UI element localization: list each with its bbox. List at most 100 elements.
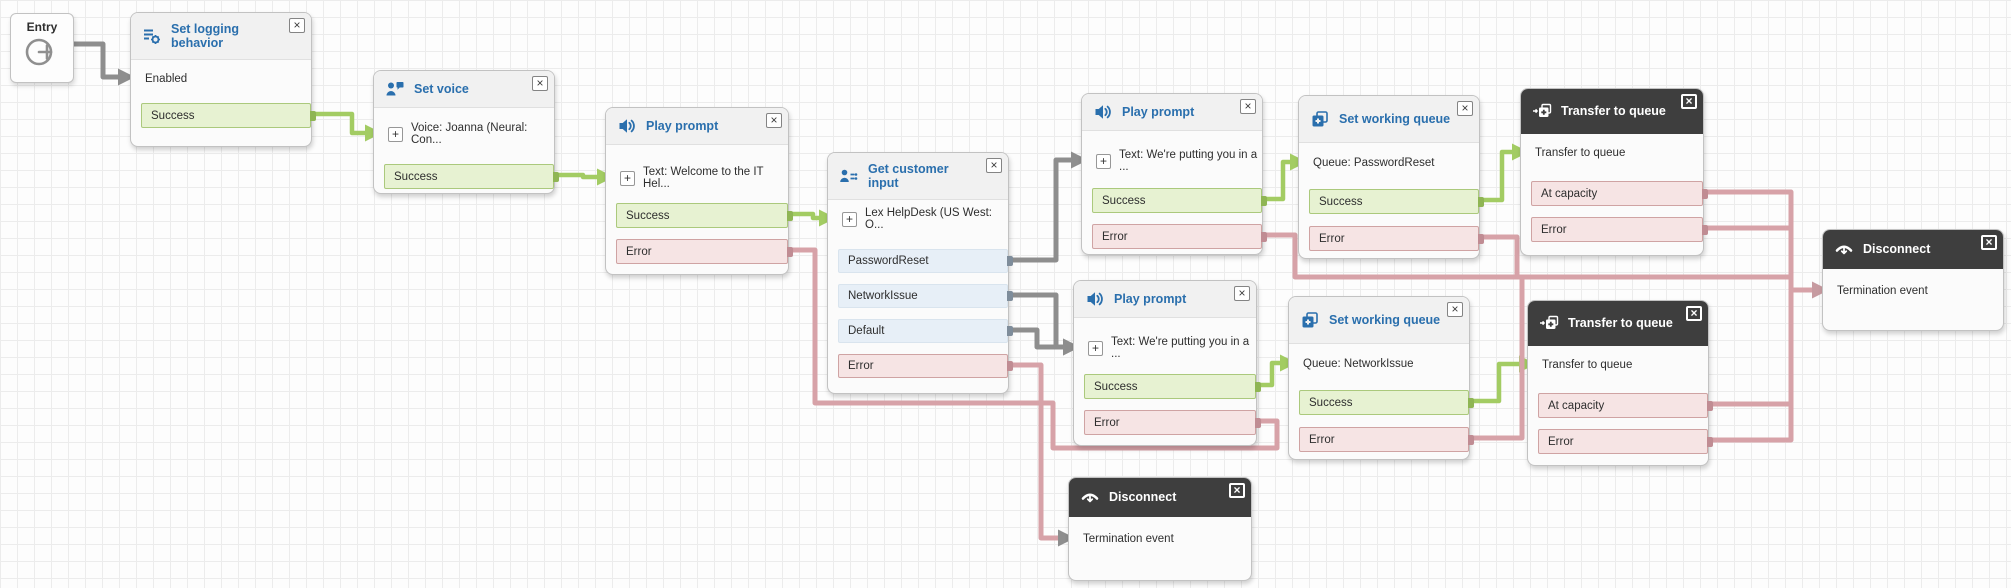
close-icon[interactable]: × <box>766 113 782 128</box>
branch-row-error[interactable]: Error <box>1538 429 1713 454</box>
close-icon[interactable]: × <box>1981 235 1997 250</box>
branch-row-success[interactable]: Success <box>1084 374 1261 399</box>
row-label: NetworkIssue <box>848 290 918 302</box>
node-title: Play prompt <box>1114 291 1187 306</box>
info-row[interactable]: +Lex HelpDesk (US West: O... <box>838 206 1008 232</box>
branch-row-success[interactable]: Success <box>616 203 793 228</box>
node-play-prompt-3[interactable]: Play prompt × +Text: We're putting you in … <box>1073 280 1261 446</box>
connector-queue2-success-to-transfer2[interactable] <box>1469 361 1526 404</box>
branch-row-success[interactable]: Success <box>1309 189 1484 214</box>
branch-row-error[interactable]: Error <box>838 354 1013 378</box>
connector-stub[interactable] <box>1007 361 1013 371</box>
connector-transfer1-atcapacity-merge[interactable] <box>1703 189 1794 291</box>
connector-queue1-success-to-transfer1[interactable] <box>1479 149 1519 203</box>
connector-stub[interactable] <box>1007 326 1013 336</box>
close-icon[interactable]: × <box>532 76 548 91</box>
node-set-voice[interactable]: Set voice×+Voice: Joanna (Neural: Con...… <box>373 70 559 194</box>
branch-row-default[interactable]: Default <box>838 319 1013 343</box>
info-row[interactable]: +Voice: Joanna (Neural: Con... <box>384 121 554 147</box>
connector-passwordreset-to-play-prompt-2[interactable] <box>1008 157 1078 263</box>
connector-entry-to-set-logging[interactable] <box>49 41 125 80</box>
close-icon[interactable]: × <box>289 18 305 33</box>
branch-row-error[interactable]: Error <box>1092 224 1267 249</box>
connector-stub[interactable] <box>787 246 793 257</box>
info-row[interactable]: +Text: Welcome to the IT Hel... <box>616 165 788 191</box>
node-get-customer-input[interactable]: Get customer input×+Lex HelpDesk (US Wes… <box>827 152 1013 394</box>
branch-row-passwordreset[interactable]: PasswordReset <box>838 249 1013 273</box>
branch-row-networkissue[interactable]: NetworkIssue <box>838 284 1013 308</box>
connector-stub[interactable] <box>1478 233 1484 244</box>
connector-stub[interactable] <box>1702 224 1708 235</box>
branch-row-error[interactable]: Error <box>616 239 793 264</box>
info-row[interactable]: +Text: We're putting you in a ... <box>1084 335 1256 361</box>
branch-row-success[interactable]: Success <box>384 164 559 189</box>
node-play-prompt-1[interactable]: Play prompt×+Text: Welcome to the IT Hel… <box>605 107 793 275</box>
connector-queue2-error-merge[interactable] <box>1469 274 1525 441</box>
connector-stub[interactable] <box>787 210 793 221</box>
entry-node[interactable]: Entry <box>10 13 74 83</box>
connector-stub[interactable] <box>1707 400 1713 411</box>
connector-transfer2-atcapacity-merge[interactable] <box>1708 289 1794 407</box>
node-disconnect-bottom[interactable]: Disconnect×Termination event <box>1068 477 1252 581</box>
expand-plus-icon[interactable]: + <box>620 170 635 186</box>
branch-row-success[interactable]: Success <box>1092 188 1267 213</box>
connector-stub[interactable] <box>1255 417 1261 428</box>
connector-stub[interactable] <box>1707 436 1713 447</box>
connector-default-to-play-prompt-3[interactable] <box>1008 327 1070 350</box>
close-icon[interactable]: × <box>1457 101 1473 116</box>
branch-row-error[interactable]: Error <box>1299 427 1474 452</box>
node-play-prompt-2[interactable]: Play prompt×+Text: We're putting you in … <box>1081 93 1267 255</box>
branch-row-success[interactable]: Success <box>1299 390 1474 415</box>
close-icon[interactable]: × <box>1447 302 1463 317</box>
connector-stub[interactable] <box>1261 231 1267 242</box>
close-icon[interactable]: × <box>1229 483 1245 498</box>
connector-prompt3-success-to-queue2[interactable] <box>1256 360 1287 388</box>
close-icon[interactable]: × <box>1681 94 1697 109</box>
info-row[interactable]: +Text: We're putting you in a ... <box>1092 148 1262 174</box>
connector-stub[interactable] <box>1702 188 1708 199</box>
connector-stub[interactable] <box>1468 397 1474 408</box>
branch-row-at-capacity[interactable]: At capacity <box>1531 181 1708 206</box>
close-icon[interactable]: × <box>1686 306 1702 321</box>
close-icon[interactable]: × <box>1234 286 1250 301</box>
connector-prompt2-success-to-queue1[interactable] <box>1262 159 1297 202</box>
connector-stub[interactable] <box>1007 256 1013 266</box>
connector-queue1-error-merge[interactable] <box>1479 234 1520 280</box>
connector-stub[interactable] <box>1261 195 1267 206</box>
branch-row-error[interactable]: Error <box>1531 217 1708 242</box>
entry-label: Entry <box>26 20 58 34</box>
connector-prompt1-success-to-get-input[interactable] <box>788 211 826 221</box>
branch-row-at-capacity[interactable]: At capacity <box>1538 393 1713 418</box>
expand-plus-icon[interactable]: + <box>388 126 403 142</box>
expand-plus-icon[interactable]: + <box>842 211 857 227</box>
close-icon[interactable]: × <box>1240 99 1256 114</box>
node-disconnect-right[interactable]: Disconnect×Termination event <box>1822 229 2004 331</box>
connector-logging-success-to-set-voice[interactable] <box>311 111 372 136</box>
connector-transfer2-error-merge[interactable] <box>1708 289 1794 443</box>
branch-row-error[interactable]: Error <box>1309 226 1484 251</box>
connector-transfer1-error-merge[interactable] <box>1703 225 1794 291</box>
connector-stub[interactable] <box>1468 434 1474 445</box>
connector-stub[interactable] <box>1007 291 1013 301</box>
connector-voice-success-to-play-prompt-1[interactable] <box>554 172 604 180</box>
connector-prompt1-error-prompt3-error-link[interactable] <box>788 247 1280 451</box>
close-icon[interactable]: × <box>986 158 1002 173</box>
connector-stub[interactable] <box>310 110 316 121</box>
branch-row-success[interactable]: Success <box>141 103 316 128</box>
branch-row-error[interactable]: Error <box>1084 410 1261 435</box>
expand-plus-icon[interactable]: + <box>1096 153 1111 169</box>
expand-plus-icon[interactable]: + <box>1088 340 1103 356</box>
connector-prompt2-error-to-disconnect-right[interactable] <box>1262 232 1819 293</box>
row-label: Error <box>1541 223 1567 236</box>
connector-stub[interactable] <box>1255 381 1261 392</box>
connector-stub[interactable] <box>1478 196 1484 207</box>
connector-input-error-to-disconnect-bottom[interactable] <box>1008 362 1065 541</box>
arrowhead-input-error-to-disconnect-bottom <box>1058 529 1075 547</box>
connector-stub[interactable] <box>553 171 559 182</box>
